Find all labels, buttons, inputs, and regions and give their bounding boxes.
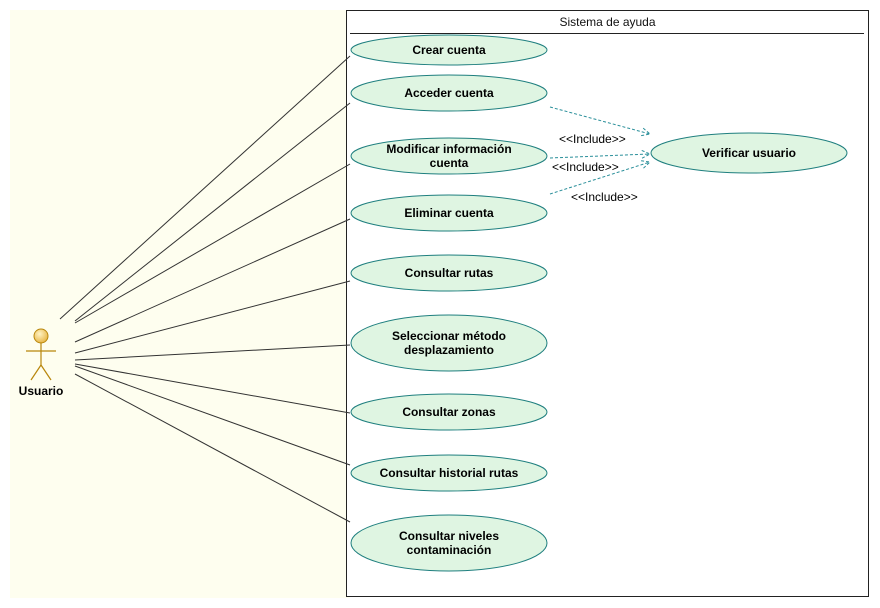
association-line — [74, 102, 351, 322]
include-label: <<Include>> — [552, 160, 619, 174]
use-case-label: Verificar usuario — [702, 146, 796, 160]
association-line — [74, 218, 351, 343]
use-case-ellipse — [650, 132, 848, 174]
actor-figure — [26, 328, 56, 381]
use-case-label: Eliminar cuenta — [404, 206, 494, 220]
include-arrowhead — [641, 149, 652, 159]
use-case-label: desplazamiento — [404, 343, 494, 357]
include-label: <<Include>> — [571, 190, 638, 204]
association-line — [74, 344, 351, 361]
use-case-ellipse — [350, 254, 548, 292]
include-line — [549, 161, 651, 195]
use-case-label: Modificar información — [386, 142, 511, 156]
association-line — [74, 363, 351, 414]
use-case-ellipse — [350, 137, 548, 175]
use-case-ellipse — [350, 34, 548, 66]
use-case-ellipse — [350, 454, 548, 492]
include-arrowhead — [641, 127, 652, 137]
include-line — [549, 153, 651, 159]
use-case-ellipse — [350, 74, 548, 112]
actor-name: Usuario — [19, 384, 64, 398]
actor-left-leg — [30, 364, 42, 381]
association-line — [74, 280, 351, 354]
use-case-label: Consultar zonas — [402, 405, 496, 419]
include-label: <<Include>> — [559, 132, 626, 146]
association-line — [74, 373, 351, 523]
use-case-label: cuenta — [430, 156, 469, 170]
include-arrowhead — [641, 160, 652, 169]
actor-right-leg — [40, 364, 52, 381]
include-line — [549, 106, 651, 135]
association-line — [59, 55, 351, 320]
use-case-label: Seleccionar método — [392, 329, 506, 343]
use-case-label: Consultar rutas — [405, 266, 494, 280]
system-title: Sistema de ayuda — [559, 15, 656, 29]
system-title-divider — [350, 33, 864, 34]
use-case-ellipse — [350, 194, 548, 232]
use-case-label: Consultar niveles — [399, 529, 499, 543]
use-case-ellipse — [350, 393, 548, 431]
use-case-label: contaminación — [407, 543, 492, 557]
use-case-label: Consultar historial rutas — [380, 466, 519, 480]
use-case-ellipse — [350, 314, 548, 372]
association-line — [74, 163, 351, 324]
use-case-label: Acceder cuenta — [404, 86, 494, 100]
actor-head — [33, 328, 49, 344]
use-case-label: Crear cuenta — [412, 43, 486, 57]
use-case-ellipse — [350, 514, 548, 572]
association-line — [74, 365, 351, 466]
